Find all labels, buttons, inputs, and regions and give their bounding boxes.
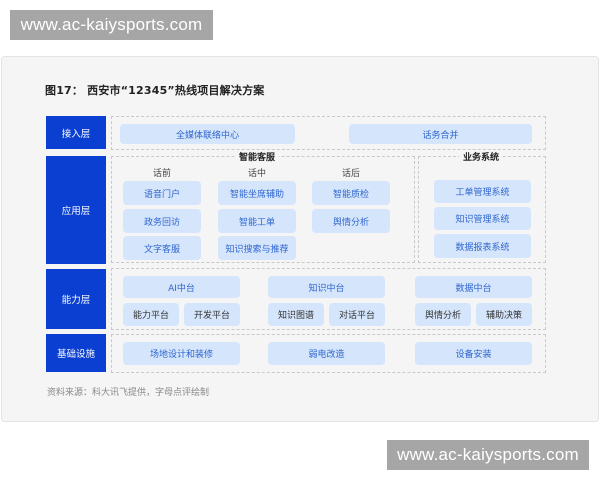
layer-label-application: 应用层	[46, 156, 106, 264]
infrastructure-layer-box	[111, 334, 546, 373]
access-layer-box	[111, 116, 546, 150]
layer-label-access: 接入层	[46, 116, 106, 149]
pill-gov-follow-up: 政务回访	[123, 209, 201, 233]
pill-smart-ticket: 智能工单	[218, 209, 296, 233]
layer-label-infrastructure: 基础设施	[46, 334, 106, 372]
pill-knowledge-graph: 知识图谱	[268, 303, 324, 326]
pill-voice-portal: 语音门户	[123, 181, 201, 205]
pill-call-merge: 话务合并	[349, 124, 532, 144]
pill-decision-support: 辅助决策	[476, 303, 532, 326]
watermark-top: www.ac-kaiysports.com	[10, 10, 213, 40]
business-system-title: 业务系统	[459, 150, 504, 163]
pill-knowledge-search: 知识搜索与推荐	[218, 236, 296, 260]
column-title-post-call: 话后	[341, 169, 360, 179]
pill-knowledge-system: 知识管理系统	[434, 207, 531, 230]
column-title-in-call: 话中	[247, 169, 266, 179]
smart-service-title: 智能客服	[235, 150, 280, 163]
pill-data-platform: 数据中台	[415, 276, 532, 298]
pill-capability-platform: 能力平台	[123, 303, 179, 326]
pill-text-service: 文字客服	[123, 236, 201, 260]
pill-omnichannel-center: 全媒体联络中心	[120, 124, 295, 144]
source-note: 资料来源：科大讯飞提供，字母点评绘制	[47, 388, 210, 398]
figure-title: 图17： 西安市“12345”热线项目解决方案	[45, 84, 265, 97]
pill-equipment-install: 设备安装	[415, 342, 532, 365]
pill-agent-assist: 智能坐席辅助	[218, 181, 296, 205]
pill-sentiment-analysis: 舆情分析	[312, 209, 390, 233]
layer-label-capability: 能力层	[46, 269, 106, 329]
capability-layer-box	[111, 268, 546, 330]
pill-opinion-analysis: 舆情分析	[415, 303, 471, 326]
pill-quality-check: 智能质检	[312, 181, 390, 205]
pill-ai-platform: AI中台	[123, 276, 240, 298]
pill-dev-platform: 开发平台	[184, 303, 240, 326]
pill-site-design: 场地设计和装修	[123, 342, 240, 365]
watermark-bottom: www.ac-kaiysports.com	[387, 440, 589, 470]
pill-dialogue-platform: 对话平台	[329, 303, 385, 326]
pill-low-voltage: 弱电改造	[268, 342, 385, 365]
pill-ticket-system: 工单管理系统	[434, 180, 531, 203]
pill-report-system: 数据报表系统	[434, 234, 531, 258]
column-title-pre-call: 话前	[152, 169, 171, 179]
pill-knowledge-platform: 知识中台	[268, 276, 385, 298]
